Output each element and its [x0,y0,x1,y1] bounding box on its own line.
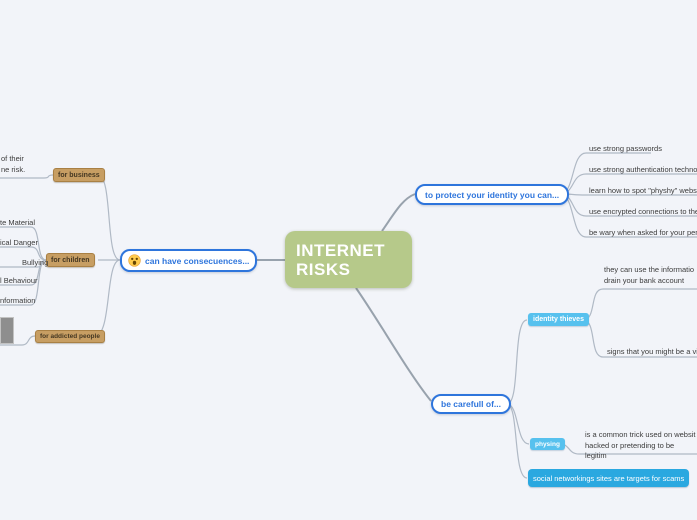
leaf-spot-physhy-websites[interactable]: learn how to spot "physhy" websites an [589,186,697,195]
leaf-physing-description[interactable]: is a common trick used on websit hacked … [585,430,696,460]
leaf-personal-information[interactable]: nformation [0,296,36,305]
astonished-face-icon [128,254,141,267]
leaf-drain-bank-account[interactable]: they can use the informatio drain your b… [604,265,695,285]
consequences-label: can have consecuences... [145,255,250,266]
addicted-image-node[interactable] [0,317,14,344]
leaf-authentication-technology[interactable]: use strong authentication technology [589,165,697,174]
node-for-addicted-people[interactable]: for addicted people [35,330,105,343]
leaf-inappropriate-material[interactable]: te Material [0,218,36,227]
leaf-physical-danger[interactable]: ical Danger [0,238,38,247]
leaf-illegal-behaviour[interactable]: l Behaviour [0,276,38,285]
node-social-networking-scams[interactable]: social networkings sites are targets for… [528,469,690,487]
leaf-bullying[interactable]: Bullying [22,258,49,267]
leaf-strong-passwords[interactable]: use strong passwords [589,144,662,153]
node-for-business[interactable]: for business [53,168,105,182]
node-for-children[interactable]: for children [46,253,95,267]
node-identity-thieves[interactable]: identity thieves [528,313,589,326]
leaf-be-wary-personal[interactable]: be wary when asked for your personal [589,228,697,237]
leaf-business-risk[interactable]: of their ne risk. [1,154,26,174]
leaf-encrypted-connections[interactable]: use encrypted connections to the intern [589,207,697,216]
node-physing[interactable]: physing [530,438,565,450]
central-topic-internet-risks[interactable]: INTERNET RISKS [285,231,412,288]
node-be-careful-of[interactable]: be carefull of... [431,394,511,414]
node-can-have-consequences[interactable]: can have consecuences... [120,249,258,272]
leaf-signs-victim[interactable]: signs that you might be a vi [607,347,697,356]
node-protect-identity[interactable]: to protect your identity you can... [415,184,570,205]
